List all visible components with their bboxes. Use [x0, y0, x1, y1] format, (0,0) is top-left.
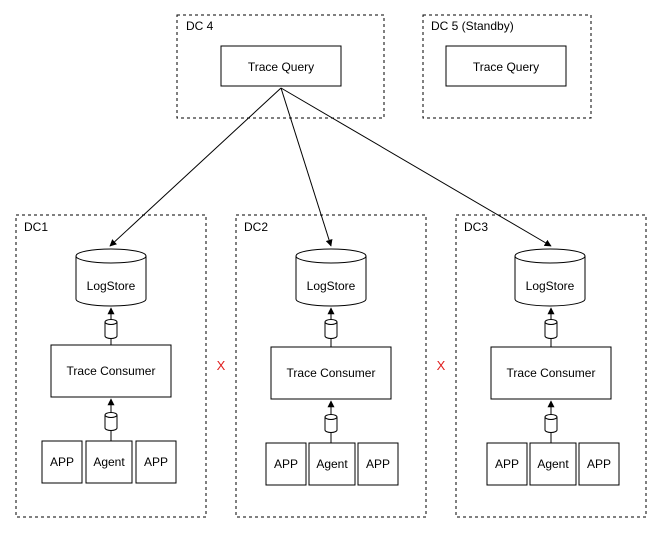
dc2-queue-upper — [324, 307, 338, 347]
dc1-app-right-box — [135, 440, 177, 484]
dc3-group: DC3 LogStore Trace Consumer APP Agent AP… — [455, 214, 647, 518]
dc4-boundary — [176, 14, 385, 119]
separator-x-1: X — [217, 358, 226, 373]
dc1-app-left-box — [41, 440, 83, 484]
edge-query-to-dc3 — [280, 87, 552, 247]
dc3-agent-box — [529, 442, 577, 486]
dc5-trace-query-label: Trace Query — [473, 60, 539, 74]
dc2-queue-lower — [324, 400, 338, 443]
dc2-app-right-box — [357, 442, 399, 486]
dc3-app-left-label: APP — [495, 457, 519, 471]
dc4-label: DC 4 — [186, 19, 214, 33]
dc2-logstore-label: LogStore — [307, 279, 356, 293]
dc2-app-right-label: APP — [366, 457, 390, 471]
dc1-label: DC1 — [24, 220, 48, 234]
dc3-app-right-label: APP — [587, 457, 611, 471]
dc1-logstore-label: LogStore — [87, 279, 136, 293]
dc2-agent-label: Agent — [316, 457, 348, 471]
dc3-queue-upper — [544, 307, 558, 347]
dc2-app-left-box — [265, 442, 307, 486]
dc2-logstore: LogStore — [295, 248, 367, 307]
dc4-trace-query-label: Trace Query — [248, 60, 314, 74]
dc2-label: DC2 — [244, 220, 268, 234]
dc1-agent-box — [85, 440, 133, 484]
edge-query-to-dc1 — [109, 87, 282, 247]
dc3-label: DC3 — [464, 220, 488, 234]
dc3-queue-lower — [544, 400, 558, 443]
dc3-logstore-top — [514, 248, 586, 264]
edge-query-to-dc2 — [280, 87, 333, 247]
dc2-trace-consumer-label: Trace Consumer — [287, 366, 376, 380]
dc5-label: DC 5 (Standby) — [431, 19, 514, 33]
dc2-logstore-body — [295, 256, 367, 307]
dc4-trace-query-box — [220, 45, 342, 87]
dc1-trace-consumer-box — [50, 344, 172, 398]
dc1-trace-consumer-label: Trace Consumer — [67, 364, 156, 378]
dc3-trace-consumer-box — [490, 346, 612, 400]
dc1-group: DC1 LogStore Trace Consumer APP Agent AP… — [15, 214, 207, 518]
dc3-trace-consumer-label: Trace Consumer — [507, 366, 596, 380]
dc1-logstore: LogStore — [75, 248, 147, 307]
dc1-logstore-top — [75, 248, 147, 264]
dc2-group: DC2 LogStore Trace Consumer APP Agent AP… — [235, 214, 427, 518]
dc2-logstore-top — [295, 248, 367, 264]
dc5-group: DC 5 (Standby) Trace Query — [422, 14, 592, 119]
dc3-agent-label: Agent — [537, 457, 569, 471]
dc1-agent-label: Agent — [93, 455, 125, 469]
dc3-logstore: LogStore — [514, 248, 586, 307]
dc3-app-right-box — [578, 442, 620, 486]
dc1-app-right-label: APP — [144, 455, 168, 469]
dc3-logstore-label: LogStore — [526, 279, 575, 293]
dc3-app-left-box — [486, 442, 528, 486]
dc3-logstore-body — [514, 256, 586, 307]
dc2-trace-consumer-box — [270, 346, 392, 400]
separator-x-2: X — [437, 358, 446, 373]
dc1-app-left-label: APP — [50, 455, 74, 469]
dc1-queue-upper — [104, 307, 118, 345]
dc4-group: DC 4 Trace Query — [176, 14, 385, 119]
dc1-queue-lower — [104, 398, 118, 441]
dc1-logstore-body — [75, 256, 147, 307]
dc5-boundary — [422, 14, 592, 119]
dc2-app-left-label: APP — [274, 457, 298, 471]
dc5-trace-query-box — [445, 45, 567, 87]
dc2-agent-box — [308, 442, 356, 486]
